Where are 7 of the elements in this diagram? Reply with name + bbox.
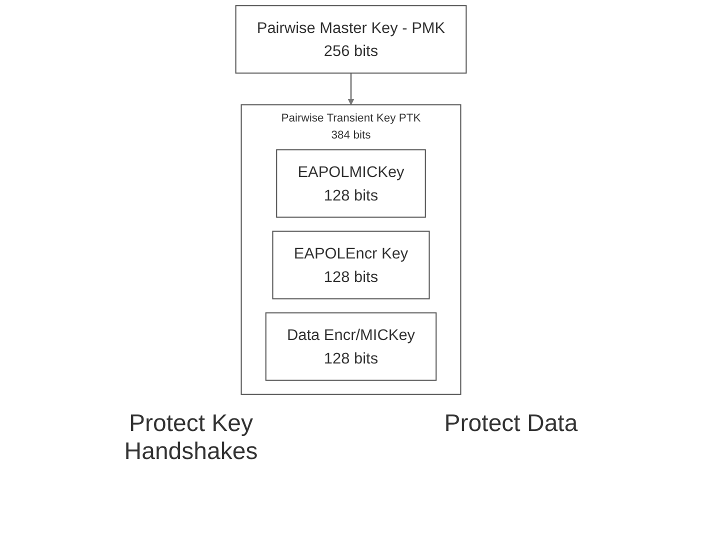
node-box: EAPOLMICKey 128 bits — [276, 149, 426, 218]
arrow — [348, 73, 354, 106]
node-box: EAPOLEncr Key 128 bits — [272, 230, 430, 300]
node-box: Pairwise Master Key - PMK 256 bits — [235, 5, 467, 74]
label-text: Protect Key Handshakes — [123, 410, 259, 466]
node-box: Data Encr/MICKey 128 bits — [265, 312, 437, 381]
label-text: Protect Data — [443, 410, 579, 439]
